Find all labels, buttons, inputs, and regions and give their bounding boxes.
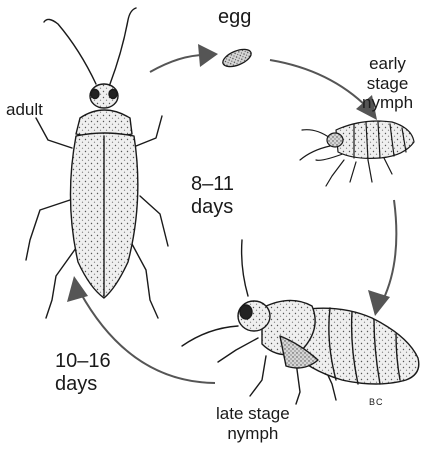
stage-label-early-line2: stage <box>362 74 413 94</box>
arrow-adult-to-egg <box>150 55 205 72</box>
stage-label-egg: egg <box>218 6 251 29</box>
arrowhead-adult <box>67 276 88 302</box>
arrow-early-to-late-nymph <box>383 200 396 300</box>
duration-unit-1: days <box>191 196 233 218</box>
arrow-egg-to-early-nymph <box>270 60 368 108</box>
late-stage-nymph-illustration <box>182 240 419 404</box>
stage-label-late-line2: nymph <box>216 424 290 444</box>
stage-label-early-line1: early <box>362 54 413 74</box>
duration-label-10-16: 10–16 days <box>55 350 111 396</box>
stage-label-late-nymph: late stage nymph <box>216 404 290 443</box>
duration-value-2: 10–16 <box>55 350 111 372</box>
stage-label-late-line1: late stage <box>216 404 290 424</box>
stage-label-early-line3: nymph <box>362 93 413 113</box>
early-stage-nymph-illustration <box>300 121 414 186</box>
egg-illustration <box>220 46 253 70</box>
duration-unit-2: days <box>55 373 97 395</box>
adult-beetle-illustration <box>26 8 168 318</box>
duration-label-8-11: 8–11 days <box>191 173 234 219</box>
arrowhead-egg <box>198 44 218 67</box>
artist-signature: BC <box>369 397 384 407</box>
duration-value-1: 8–11 <box>191 173 234 195</box>
stage-label-early-nymph: early stage nymph <box>362 54 413 113</box>
stage-label-adult: adult <box>6 100 43 120</box>
